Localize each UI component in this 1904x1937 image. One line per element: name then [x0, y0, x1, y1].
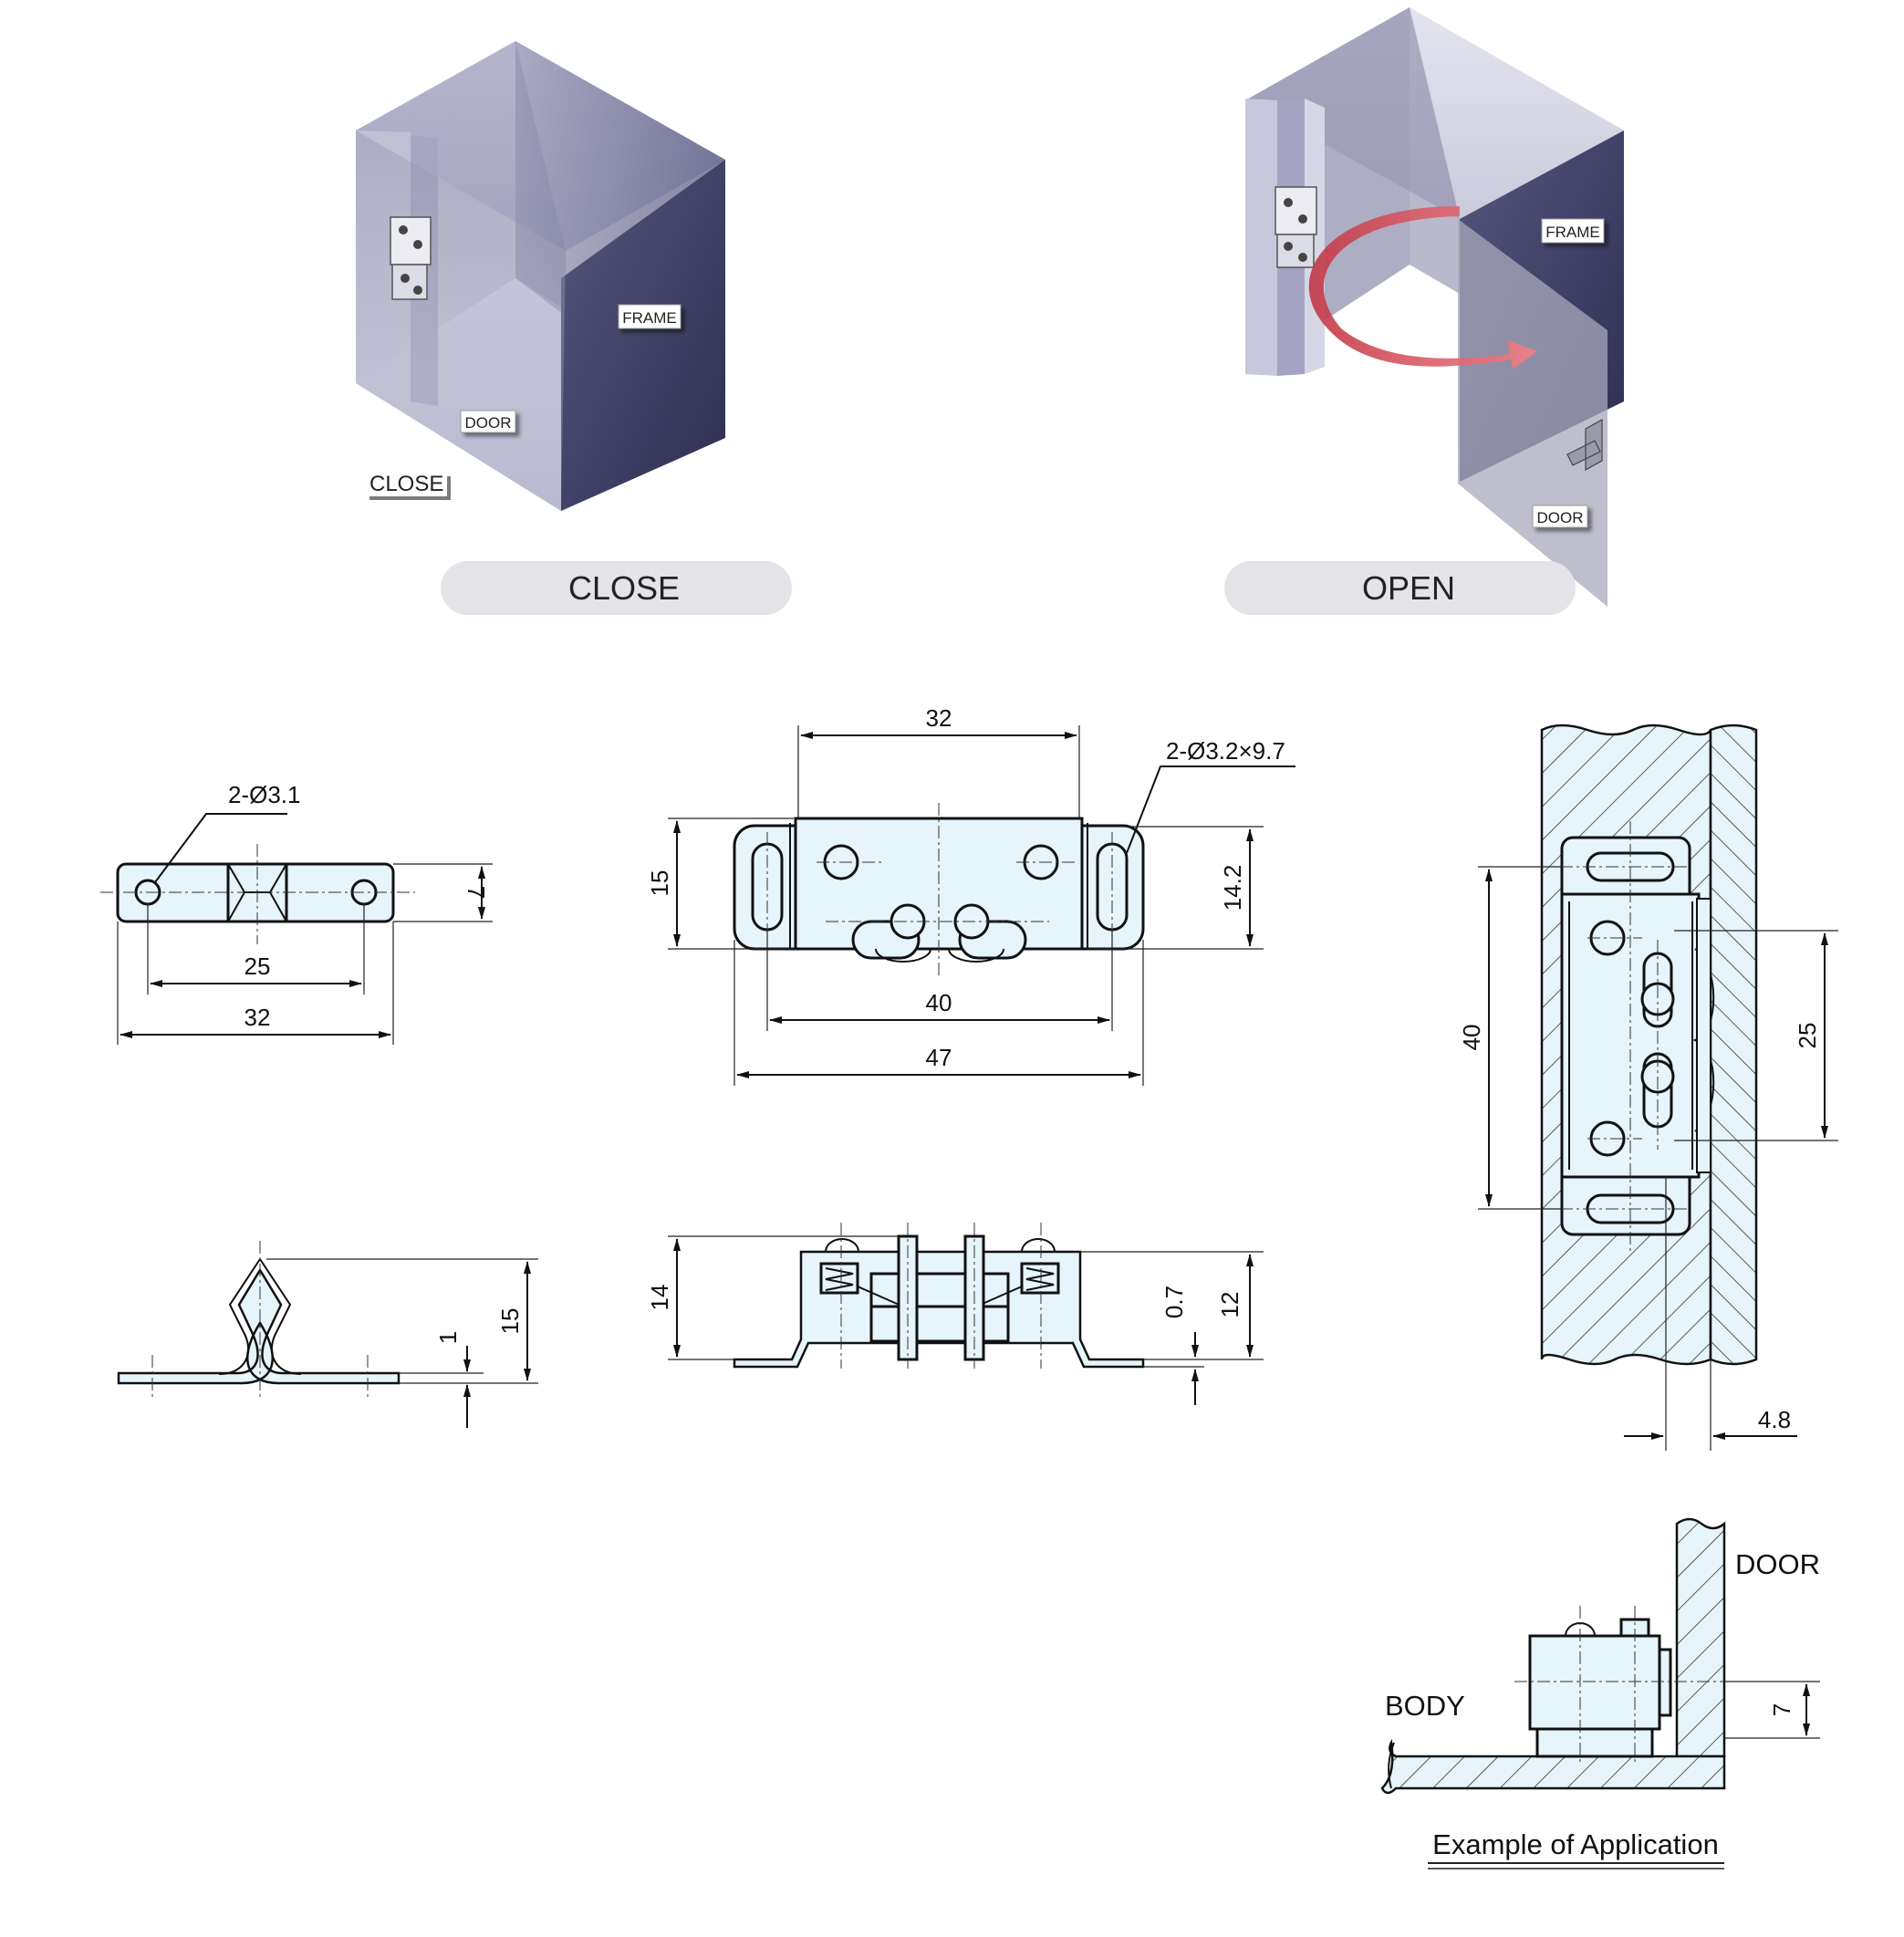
- section-offset-dim: 4.8: [1758, 1406, 1791, 1433]
- catch-slots-dim: 2-Ø3.2×9.7: [1166, 737, 1285, 765]
- catch-overall-dim: 47: [926, 1044, 952, 1071]
- frame-label: FRAME: [622, 309, 677, 327]
- open-door-tag: [1532, 505, 1588, 528]
- open-frame-tag: [1541, 218, 1605, 244]
- close-pill: [441, 561, 792, 615]
- catch-base-dim: 40: [926, 989, 952, 1016]
- open-pill: [1224, 561, 1576, 615]
- door-label: DOOR: [465, 414, 512, 432]
- open-cabinet-illustration: [1245, 7, 1624, 607]
- closed-cabinet-illustration: [356, 41, 725, 511]
- section-pitch-dim: 25: [1794, 1023, 1821, 1049]
- striker-holes-dim: 2-Ø3.1: [228, 781, 301, 808]
- open-door-label: DOOR: [1537, 509, 1584, 526]
- catch-side-view: [668, 1223, 1264, 1405]
- striker-length-dim: 32: [245, 1004, 271, 1031]
- application-view: [1380, 1516, 1820, 1869]
- application-door-label: DOOR: [1735, 1548, 1820, 1580]
- striker-height-dim: 15: [496, 1308, 524, 1335]
- striker-width-dim: 7: [463, 886, 490, 899]
- striker-side-view: [117, 1241, 538, 1428]
- frame-tag: [618, 304, 681, 329]
- open-frame-label: FRAME: [1545, 224, 1600, 241]
- catch-body-dim: 12: [1216, 1292, 1243, 1318]
- close-pill-label: CLOSE: [568, 569, 680, 607]
- close-label: CLOSE: [369, 472, 443, 496]
- catch-height-dim: 15: [646, 870, 673, 897]
- striker-thickness-dim: 1: [434, 1331, 462, 1344]
- door-tag: [460, 410, 516, 433]
- striker-top-view: [100, 813, 493, 1045]
- catch-top-view: [668, 725, 1295, 1086]
- section-length-dim: 40: [1458, 1025, 1485, 1051]
- striker-pitch-dim: 25: [245, 953, 271, 980]
- catch-plate-dim: 0.7: [1160, 1286, 1188, 1318]
- application-caption: Example of Application: [1432, 1828, 1719, 1860]
- catch-pitch-dim: 32: [926, 704, 952, 732]
- application-body-label: BODY: [1385, 1690, 1465, 1722]
- open-pill-label: OPEN: [1362, 569, 1455, 607]
- section-view: [1478, 724, 1838, 1451]
- catch-side-height-dim: 14: [646, 1285, 673, 1311]
- application-height-dim: 7: [1768, 1703, 1795, 1716]
- catch-inner-dim: 14.2: [1219, 865, 1246, 911]
